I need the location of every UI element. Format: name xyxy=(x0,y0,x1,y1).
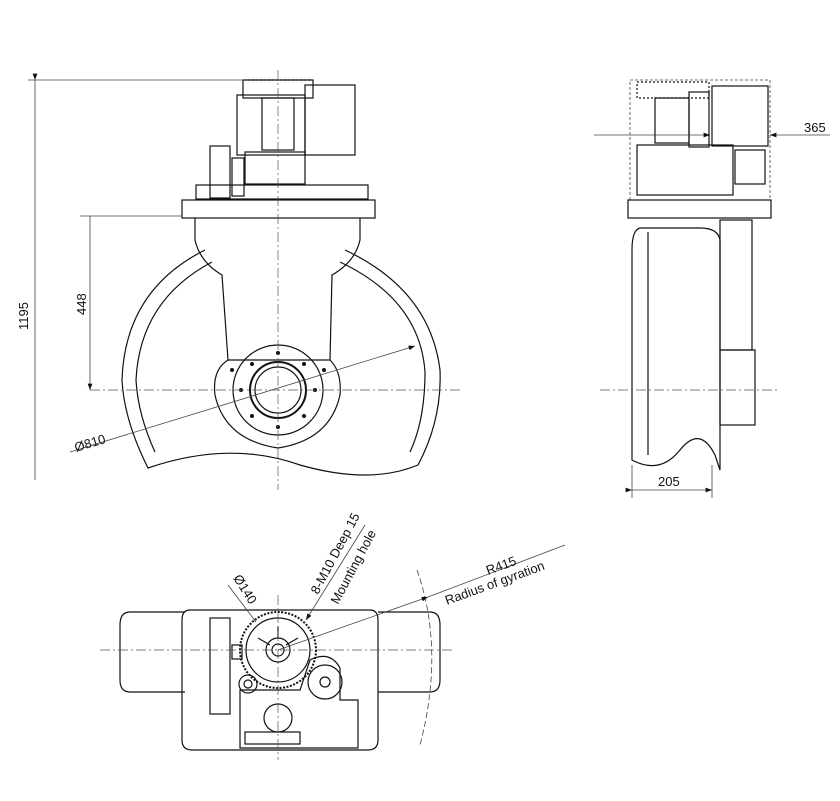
top-view xyxy=(100,524,566,760)
front-view xyxy=(28,70,460,490)
mounting-plate xyxy=(181,199,376,219)
dim-flange-diameter: Ø140 xyxy=(230,572,260,607)
dim-wheel-width: 205 xyxy=(658,474,680,489)
dim-wheel-diameter: Ø810 xyxy=(72,431,107,455)
dim-offset: 365 xyxy=(804,120,826,135)
fork-body xyxy=(194,218,361,361)
bolt-holes xyxy=(230,351,326,429)
dim-axle-height: 448 xyxy=(74,293,89,315)
dim-overall-height: 1195 xyxy=(16,302,31,330)
motor-assembly xyxy=(195,79,369,200)
side-view xyxy=(594,79,830,498)
wheel-outline xyxy=(121,249,441,476)
